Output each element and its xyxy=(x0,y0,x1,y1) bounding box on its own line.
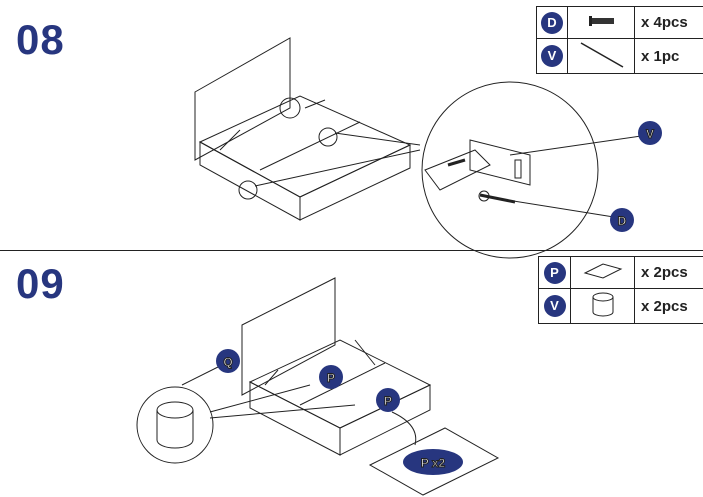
part-qty: x 1pc xyxy=(634,38,703,74)
bed-drawing-09 xyxy=(241,277,432,456)
step-number-08: 08 xyxy=(16,16,65,63)
part-qty: x 2pcs xyxy=(634,256,703,289)
part-row: P x 2pcs xyxy=(538,256,703,289)
callout-p: P xyxy=(319,365,343,389)
callout-p: P xyxy=(376,388,400,412)
part-qty: x 4pcs xyxy=(634,6,703,39)
step-divider xyxy=(0,250,703,251)
parts-table-09: P x 2pcs V x 2pcs xyxy=(538,256,703,324)
part-row: D x 4pcs xyxy=(536,6,703,39)
bumper-icon xyxy=(592,292,613,317)
screw-icon xyxy=(589,15,614,26)
part-badge: V xyxy=(543,295,566,317)
svg-text:P: P xyxy=(327,371,335,385)
part-badge: P xyxy=(543,261,566,284)
pad-icon xyxy=(583,262,622,279)
part-row: V x 1pc xyxy=(536,38,703,74)
step-number-09: 09 xyxy=(16,260,65,307)
part-row: V x 2pcs xyxy=(538,288,703,324)
part-badge: V xyxy=(541,45,563,67)
pad-sheet xyxy=(368,411,500,496)
callout-d: D xyxy=(610,208,634,232)
callout-v: V xyxy=(638,121,662,145)
svg-text:Q: Q xyxy=(223,355,232,369)
detail-circle-09 xyxy=(136,364,356,464)
svg-text:V: V xyxy=(646,127,654,141)
svg-text:P x2: P x2 xyxy=(421,456,446,470)
detail-circle-08 xyxy=(421,81,649,259)
rod-icon xyxy=(580,42,624,68)
bed-drawing-08 xyxy=(194,37,421,221)
svg-text:P: P xyxy=(384,394,392,408)
svg-text:D: D xyxy=(618,214,627,228)
callout-q: Q xyxy=(216,349,240,373)
part-badge: D xyxy=(541,11,563,34)
part-qty: x 2pcs xyxy=(634,288,703,324)
sheet-label: P x2 xyxy=(403,449,463,475)
parts-table-08: D x 4pcs V x 1pc xyxy=(536,6,703,74)
